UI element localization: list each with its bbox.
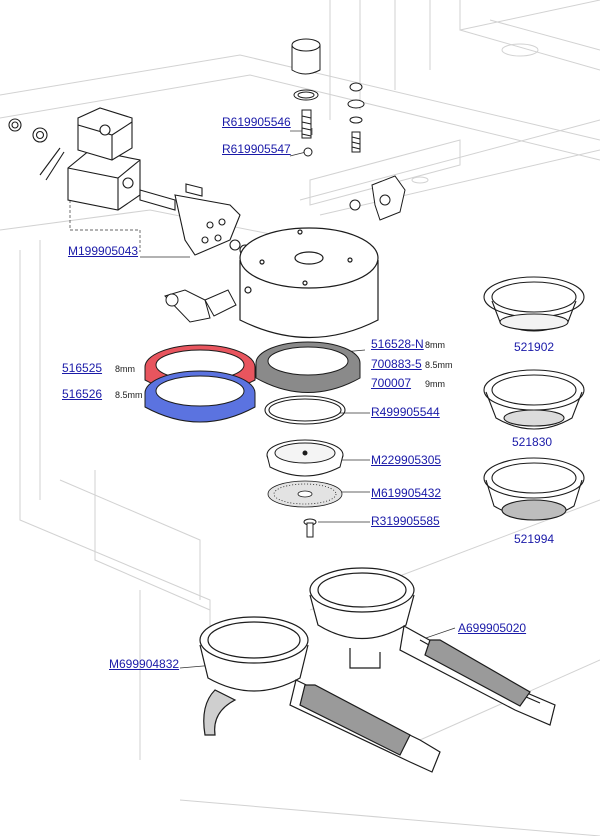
callout-R499905544[interactable]: R499905544 — [371, 405, 440, 419]
group-head — [239, 227, 379, 338]
callout-M199905043[interactable]: M199905043 — [68, 244, 139, 258]
callout-M699904832[interactable]: M699904832 — [109, 657, 180, 671]
callout-516526[interactable]: 516526 — [62, 387, 103, 401]
gasket-516528-n — [255, 341, 361, 393]
elbow-fitting — [164, 289, 237, 323]
callout-516528-N[interactable]: 516528-N — [371, 337, 424, 351]
o-ring — [264, 395, 346, 425]
unit-516525: 8mm — [115, 364, 135, 374]
callout-R319905585[interactable]: R319905585 — [371, 514, 440, 528]
unit-700883-5: 8.5mm — [425, 360, 453, 370]
portafilter-m699904832 — [199, 616, 441, 773]
callout-516525[interactable]: 516525 — [62, 361, 103, 375]
basket-label-521902[interactable]: 521902 — [514, 340, 555, 354]
shower-holder — [266, 439, 344, 477]
shower-screw — [303, 518, 317, 538]
leader-lines — [69, 128, 456, 669]
unit-516528-N: 8mm — [425, 340, 445, 350]
solenoid-valve — [8, 107, 251, 256]
basket-label-521830[interactable]: 521830 — [512, 435, 553, 449]
filter-basket-521902 — [483, 276, 585, 332]
callout-700883-5[interactable]: 700883-5 — [371, 357, 422, 371]
unit-516526: 8.5mm — [115, 390, 143, 400]
gasket-516526 — [144, 370, 256, 423]
callout-700007[interactable]: 700007 — [371, 376, 412, 390]
basket-label-521994[interactable]: 521994 — [514, 532, 555, 546]
filter-basket-521830 — [483, 369, 585, 430]
callout-M619905432[interactable]: M619905432 — [371, 486, 442, 500]
filter-basket-521994 — [483, 457, 585, 521]
portafilter-a699905020 — [309, 567, 556, 726]
top-fittings — [291, 38, 406, 221]
callout-M229905305[interactable]: M229905305 — [371, 453, 442, 467]
callout-A699905020[interactable]: A699905020 — [458, 621, 527, 635]
callout-R619905547[interactable]: R619905547 — [222, 142, 291, 156]
unit-700007: 9mm — [425, 379, 445, 389]
shower-screen — [267, 480, 343, 508]
callout-R619905546[interactable]: R619905546 — [222, 115, 291, 129]
